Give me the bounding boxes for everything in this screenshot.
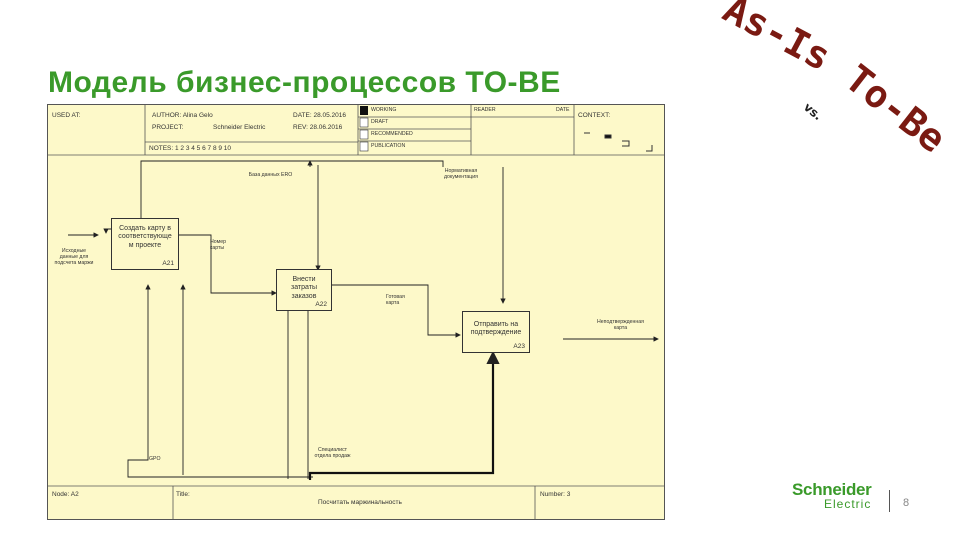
label-db: База данных ERO [248,172,293,178]
sticker-word-to-be: To-Be [837,56,954,161]
sticker-graphic: As-Is vs. To-Be [716,0,954,161]
label-ready-map: Готовая карта [386,294,405,306]
logo-line1: Schneider [792,480,872,499]
footer-node: Node: A2 [52,491,79,498]
diagram-lines [48,105,664,519]
used-at-label: USED AT: [52,112,81,119]
status-working: WORKING [371,107,397,113]
sticker-word-as-is: As-Is [716,0,838,79]
activity-box-a22: Внести затраты заказов A22 [276,269,332,311]
date-field: DATE: 28.05.2016 [293,112,346,119]
activity-label: Внести затраты заказов [290,276,318,300]
sticker-vs: vs. [801,100,825,123]
label-norms: Нормативная документация [444,168,478,180]
label-output: Неподтвержденная карта [597,319,644,331]
author-field: AUTHOR: Alina Gelo [152,112,213,119]
slide-title: Модель бизнес-процессов TO-BE [48,66,561,99]
notes-field: NOTES: 1 2 3 4 5 6 7 8 9 10 [149,145,232,152]
status-publication: PUBLICATION [371,143,406,149]
label-input: Исходные данные для подсчета маржи [54,248,94,266]
footer-title-label: Title: [176,491,190,498]
label-gpo: GPO [149,456,161,462]
logo-separator [889,490,890,512]
activity-label: Отправить на подтверждение [470,321,522,337]
reader-label: READER [474,107,496,113]
schneider-electric-logo: Schneider Electric [792,480,872,511]
status-draft: DRAFT [371,119,389,125]
as-is-vs-to-be-sticker: As-Is vs. To-Be [700,0,960,225]
context-label: CONTEXT: [578,112,611,119]
activity-label: Создать карту в соответствующе м проекте [118,225,172,249]
project-value: Schneider Electric [213,124,266,131]
label-specialist: Специалист отдела продаж [314,447,351,459]
date2-label: DATE [556,107,570,113]
label-map-number: Номер карты [210,239,226,251]
status-recommended: RECOMMENDED [371,131,413,137]
activity-box-a23: Отправить на подтверждение A23 [462,311,530,353]
page-number: 8 [903,497,910,509]
activity-box-a21: Создать карту в соответствующе м проекте… [111,218,179,270]
idef0-diagram: USED AT: AUTHOR: Alina Gelo PROJECT: Sch… [47,104,665,520]
footer-number: Number: 3 [540,491,571,498]
activity-number: A22 [315,301,327,308]
logo-line2: Electric [824,497,872,511]
activity-number: A23 [513,343,525,350]
project-label: PROJECT: [152,124,184,131]
activity-number: A21 [162,260,174,267]
rev-field: REV: 28.06.2016 [293,124,343,131]
footer-title-value: Посчитать маржинальность [318,499,402,506]
